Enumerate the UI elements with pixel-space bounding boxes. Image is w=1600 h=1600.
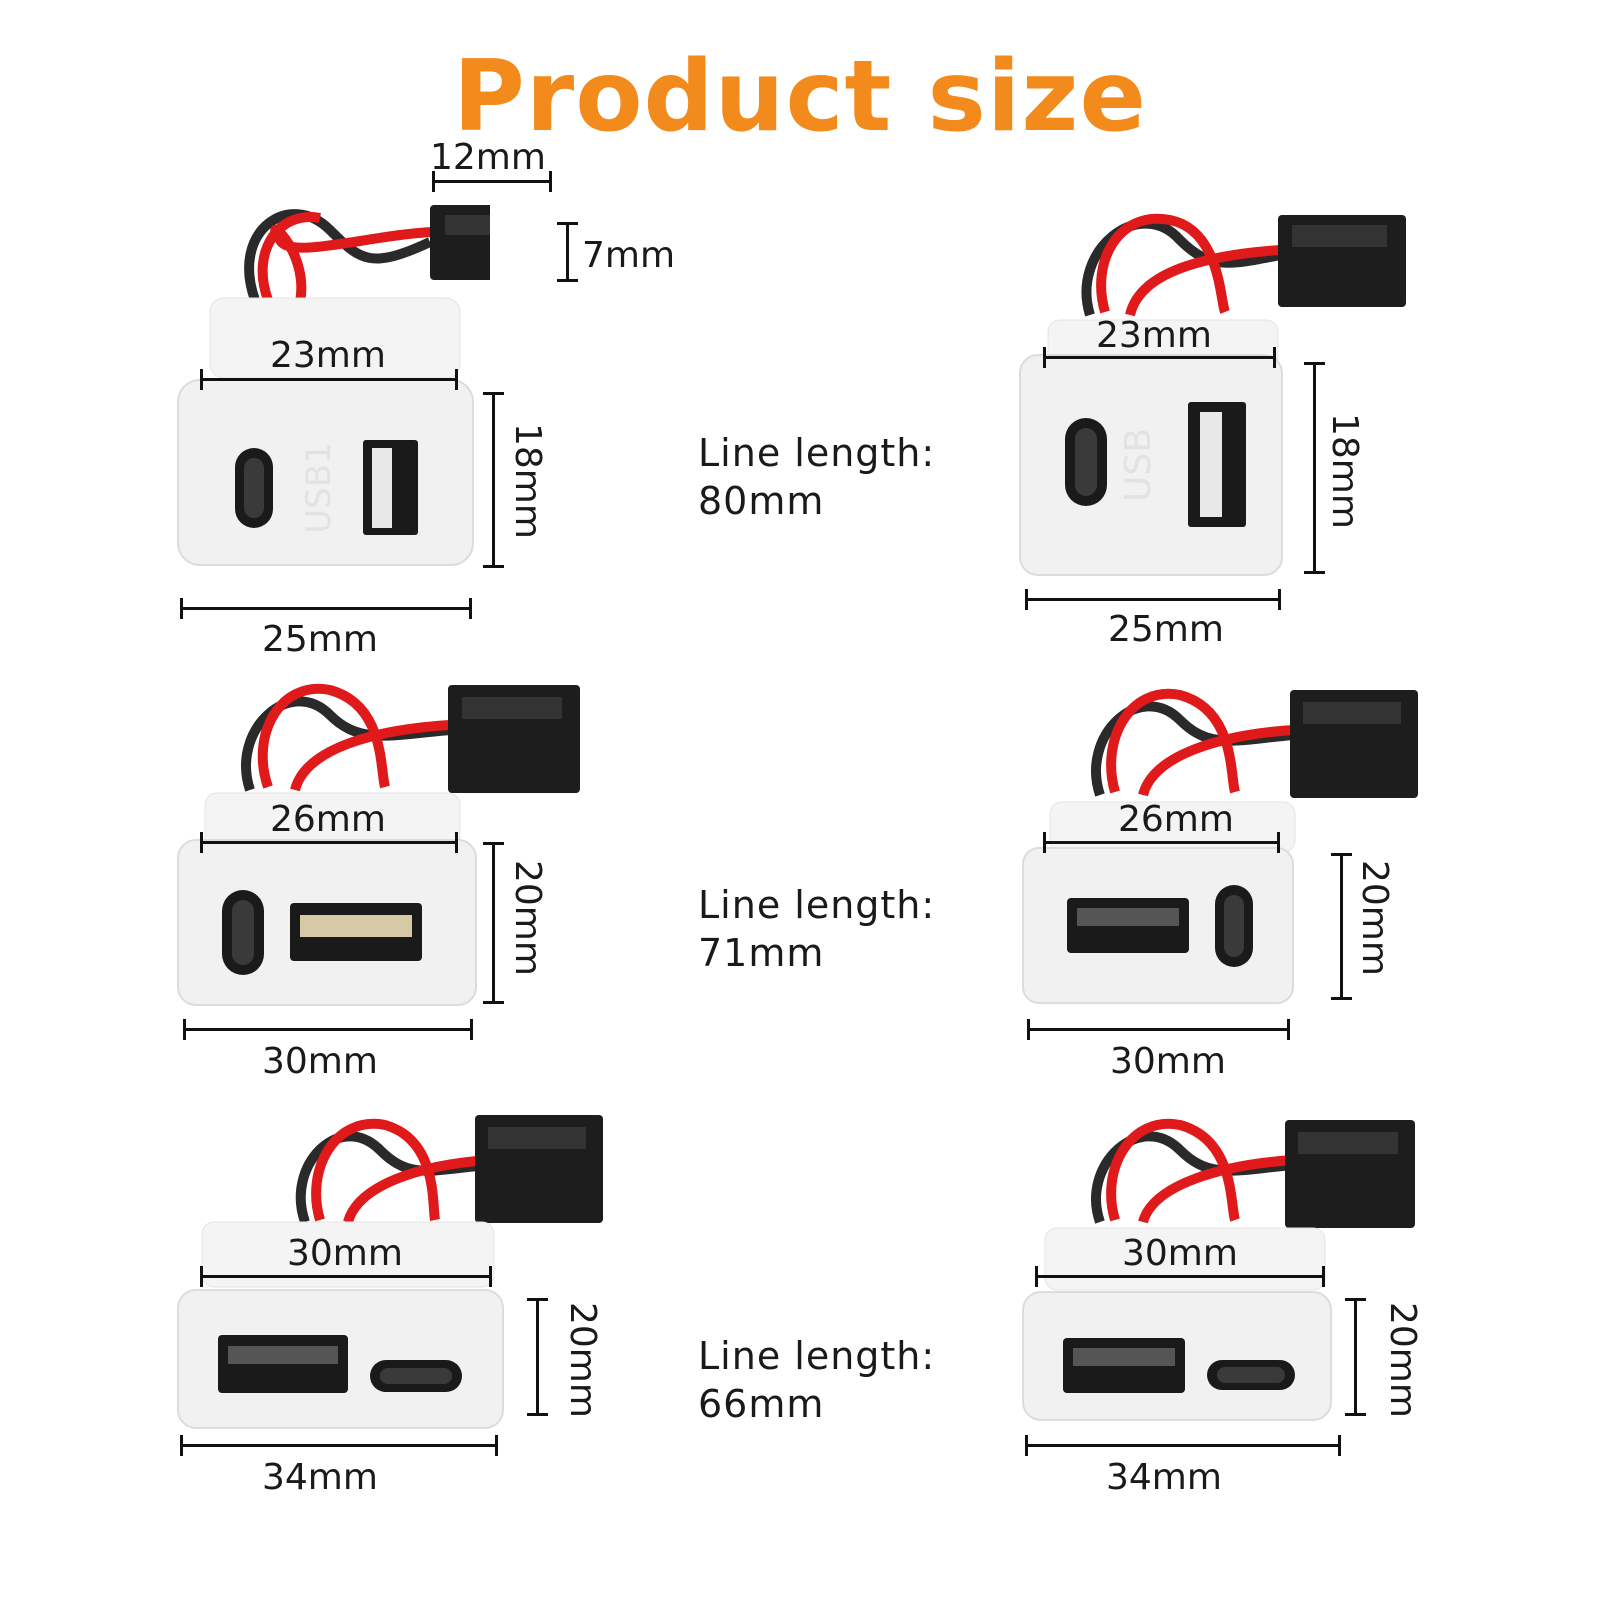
line-length-label: Line length: — [698, 1334, 936, 1378]
dim-bar — [1331, 853, 1352, 1000]
dim-bottom-width: 30mm — [262, 1041, 378, 1082]
dim-bar — [1025, 589, 1281, 610]
line-length-label: Line length: — [698, 883, 936, 927]
dim-connector-height: 7mm — [582, 235, 676, 276]
product-row1-left: USB1 — [170, 190, 490, 590]
dim-bar — [483, 392, 504, 568]
product-row3-left — [170, 1110, 620, 1440]
dim-bottom-width: 25mm — [262, 619, 378, 660]
product-row1-right: USB — [1010, 200, 1430, 590]
usb-socket-image — [177, 1115, 603, 1429]
dim-bar — [1027, 1019, 1290, 1040]
dim-height: 20mm — [1382, 1302, 1423, 1418]
line-length-value: 66mm — [698, 1381, 825, 1426]
usb-socket-image — [177, 683, 580, 1006]
product-row3-right — [1015, 1110, 1435, 1440]
dim-bar — [432, 171, 552, 192]
embossed-label: USB1 — [299, 442, 339, 533]
product-row2-left — [170, 675, 590, 1015]
dim-bar — [527, 1298, 548, 1416]
line-length-row3: Line length: 66mm — [698, 1333, 935, 1428]
line-length-value: 80mm — [698, 478, 825, 523]
product-row2-right — [1015, 680, 1435, 1010]
dim-top-width: 26mm — [1118, 799, 1234, 840]
dim-height: 18mm — [1324, 413, 1365, 529]
dim-top-width: 30mm — [1122, 1233, 1238, 1274]
usb-socket-image — [1022, 688, 1418, 1004]
line-length-row2: Line length: 71mm — [698, 882, 935, 977]
dim-height: 18mm — [507, 423, 548, 539]
dim-bar — [483, 842, 504, 1004]
dim-bar — [200, 369, 458, 390]
dim-bar — [200, 1266, 492, 1287]
dim-bar — [1035, 1266, 1325, 1287]
dim-bottom-width: 30mm — [1110, 1041, 1226, 1082]
dim-height: 20mm — [562, 1302, 603, 1418]
dim-bar — [183, 1019, 473, 1040]
dim-top-width: 26mm — [270, 799, 386, 840]
dim-bar — [1025, 1435, 1341, 1456]
dim-top-width: 23mm — [270, 335, 386, 376]
page-title: Product size — [453, 40, 1147, 154]
usb-socket-image: USB — [1019, 213, 1406, 576]
dim-bottom-width: 34mm — [1106, 1457, 1222, 1498]
dim-connector-width: 12mm — [430, 137, 546, 178]
dim-height: 20mm — [1354, 860, 1395, 976]
dim-bar — [1043, 347, 1276, 368]
dim-bar — [200, 832, 458, 853]
dim-bottom-width: 34mm — [262, 1457, 378, 1498]
dim-bar — [180, 598, 472, 619]
embossed-label: USB — [1118, 428, 1159, 502]
dim-bar — [1043, 832, 1280, 853]
line-length-label: Line length: — [698, 431, 936, 475]
dim-bar — [1345, 1298, 1366, 1416]
dim-bar — [557, 222, 578, 282]
dim-bar — [1304, 362, 1325, 574]
line-length-row1: Line length: 80mm — [698, 430, 935, 525]
line-length-value: 71mm — [698, 930, 825, 975]
dim-bottom-width: 25mm — [1108, 609, 1224, 650]
usb-socket-image — [1022, 1118, 1415, 1421]
dim-bar — [180, 1435, 498, 1456]
dim-height: 20mm — [507, 860, 548, 976]
dim-top-width: 30mm — [287, 1233, 403, 1274]
dim-top-width: 23mm — [1096, 315, 1212, 356]
usb-socket-image: USB1 — [177, 205, 490, 566]
